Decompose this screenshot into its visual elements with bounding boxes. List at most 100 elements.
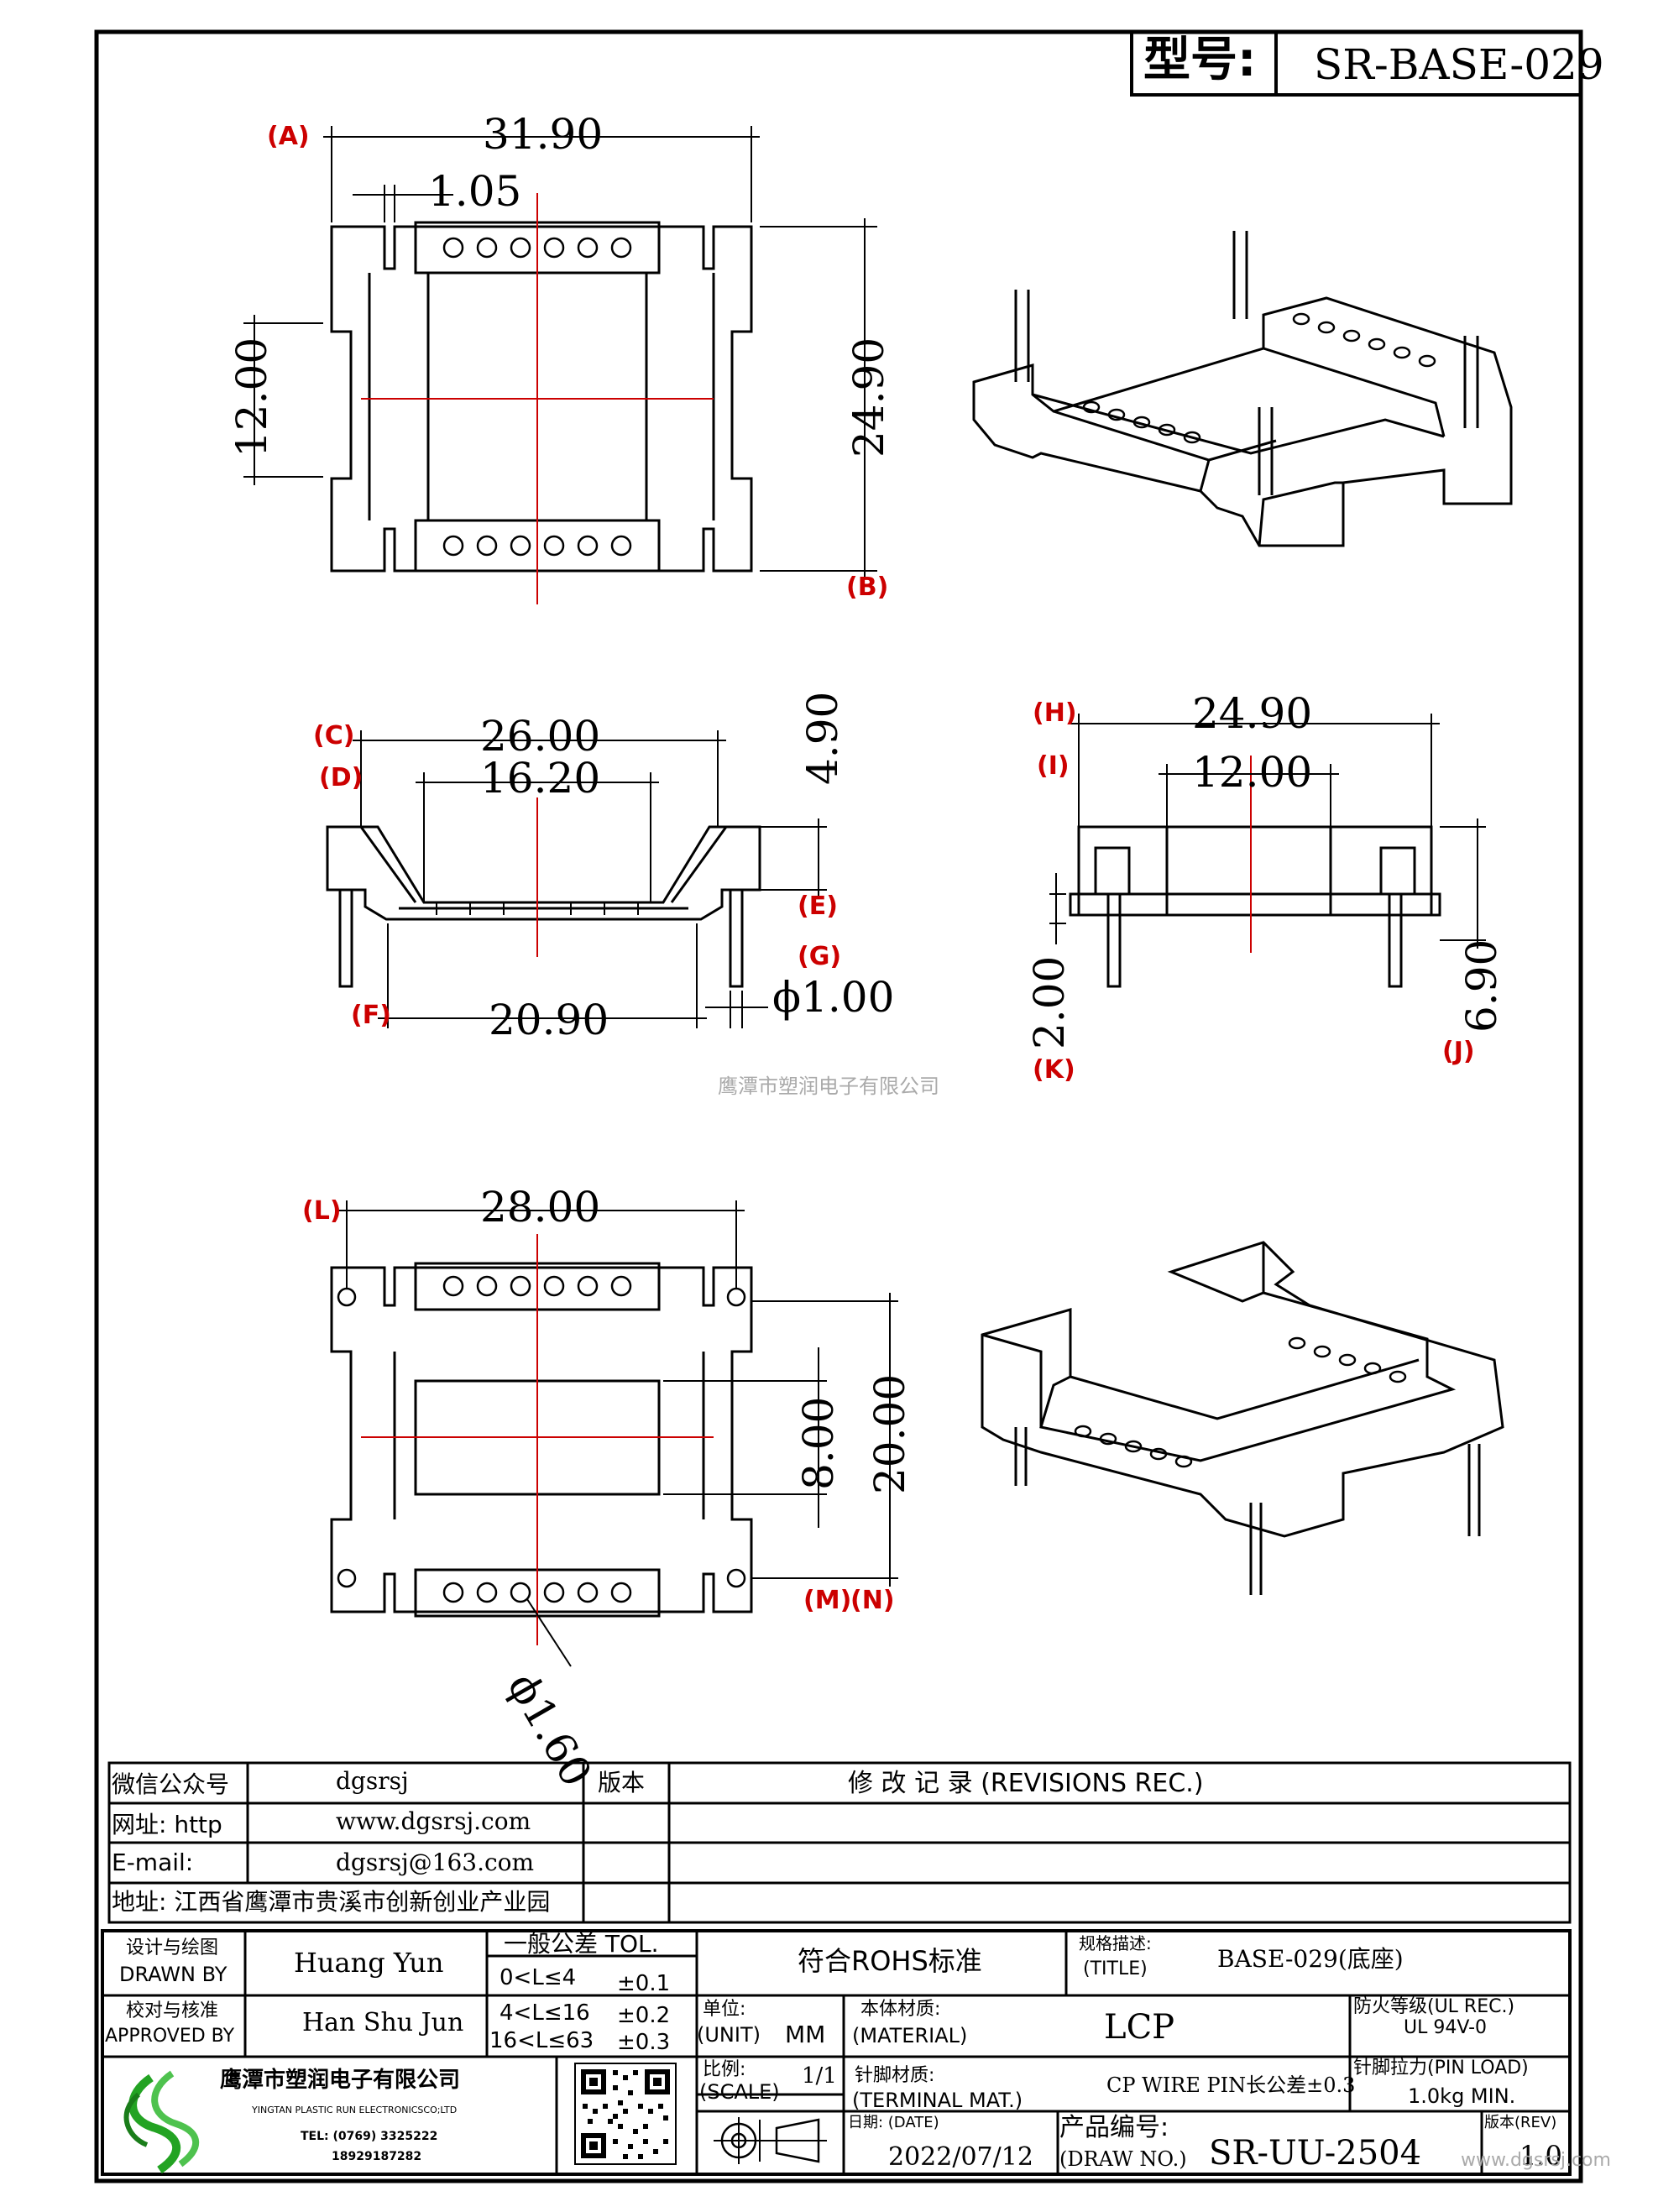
dim-front-height: 4.90 — [798, 691, 847, 785]
tol-range-2: 4<L≤16 — [500, 2000, 590, 2026]
draw-no-label-en: (DRAW NO.) — [1059, 2147, 1187, 2171]
isometric-view-top — [972, 231, 1513, 547]
revision-value: 1.0 — [1519, 2140, 1562, 2172]
fire-rating-label: 防火等级(UL REC.) — [1353, 1996, 1515, 2017]
scale-value: 1/1 — [802, 2063, 837, 2089]
tol-value-2: ±0.2 — [617, 2003, 671, 2028]
wechat-label: 微信公众号 — [112, 1770, 230, 1798]
scale-label-en: (SCALE) — [699, 2080, 780, 2104]
drawn-by-cn: 设计与绘图 — [126, 1937, 219, 1958]
dim-side-height: 12.00 — [228, 337, 276, 458]
ref-i: (I) — [1037, 751, 1070, 781]
drawn-by-name: Huang Yun — [294, 1947, 444, 1979]
title-block — [101, 1929, 1572, 2176]
ref-m: (M) — [803, 1586, 852, 1615]
model-label: 型号: — [1143, 33, 1257, 87]
terminal-value: CP WIRE PIN长公差±0.3 — [1106, 2073, 1356, 2097]
pin-load-value: 1.0kg MIN. — [1408, 2084, 1516, 2108]
terminal-label-cn: 针脚材质: — [855, 2065, 935, 2086]
watermark-website: www.dgsrsj.com — [1461, 2150, 1611, 2171]
tol-value-1: ±0.1 — [617, 1971, 671, 1996]
ref-g: (G) — [798, 942, 842, 971]
date-value: 2022/07/12 — [888, 2142, 1033, 2172]
email-label: E-mail: — [112, 1849, 194, 1876]
sheet-border — [94, 29, 1583, 2183]
company-logo — [123, 2070, 200, 2174]
ref-d: (D) — [319, 763, 364, 792]
approved-by-en: APPROVED BY — [105, 2026, 235, 2047]
top-view — [243, 126, 877, 604]
ref-n: (N) — [850, 1586, 895, 1615]
material-value: LCP — [1104, 2008, 1175, 2047]
ref-a: (A) — [267, 122, 310, 151]
title-value: BASE-029(底座) — [1217, 1945, 1404, 1973]
title-label-en: (TITLE) — [1083, 1958, 1148, 1979]
address: 地址: 江西省鹰潭市贵溪市创新创业产业园 — [112, 1888, 551, 1916]
ref-j: (J) — [1442, 1037, 1475, 1066]
company-phone: 18929187282 — [332, 2150, 422, 2163]
header-box — [1130, 30, 1582, 97]
tol-range-3: 16<L≤63 — [489, 2028, 594, 2053]
unit-label-cn: 单位: — [703, 1999, 746, 2020]
dim-front-inner: 16.20 — [480, 754, 601, 803]
dim-front-outer: 26.00 — [480, 712, 601, 761]
drawn-by-en: DRAWN BY — [119, 1963, 228, 1986]
revision-label: 版本(REV) — [1484, 2114, 1557, 2131]
tol-value-3: ±0.3 — [617, 2030, 671, 2055]
dim-top-width: 31.90 — [483, 110, 604, 159]
dim-side-pin: 2.00 — [1025, 955, 1074, 1049]
dim-overall-length: 24.90 — [845, 337, 893, 458]
revisions-header: 修 改 记 录 (REVISIONS REC.) — [848, 1769, 1204, 1798]
draw-no-label-cn: 产品编号: — [1059, 2113, 1169, 2142]
email-value[interactable]: dgsrsj@163.com — [336, 1849, 535, 1876]
ref-e: (E) — [798, 892, 838, 921]
ref-b: (B) — [846, 573, 889, 602]
dim-bottom-inner: 8.00 — [794, 1396, 843, 1490]
unit-value: MM — [785, 2021, 826, 2048]
front-view — [326, 730, 827, 1028]
material-label-cn: 本体材质: — [860, 1999, 941, 2020]
website-label: 网址: http — [112, 1811, 222, 1838]
ref-l: (L) — [302, 1196, 342, 1226]
dim-front-base: 20.90 — [489, 996, 609, 1044]
model-number: SR-BASE-029 — [1314, 40, 1604, 89]
approved-by-cn: 校对与核准 — [126, 2000, 219, 2021]
terminal-label-en: (TERMINAL MAT.) — [852, 2089, 1023, 2112]
isometric-view-bottom — [981, 1241, 1504, 1595]
draw-no-value: SR-UU-2504 — [1209, 2134, 1422, 2173]
approved-by-name: Han Shu Jun — [302, 2008, 464, 2037]
dim-side-inner: 12.00 — [1192, 748, 1313, 797]
fire-rating-value: UL 94V-0 — [1404, 2017, 1488, 2038]
unit-label-en: (UNIT) — [697, 2023, 761, 2047]
title-label-cn: 规格描述: — [1079, 1933, 1152, 1953]
ref-f: (F) — [351, 1001, 391, 1030]
rohs-compliance: 符合ROHS标准 — [798, 1945, 982, 1977]
website-value[interactable]: www.dgsrsj.com — [336, 1807, 531, 1835]
date-label: 日期: (DATE) — [848, 2114, 939, 2131]
tol-range-1: 0<L≤4 — [500, 1965, 577, 1990]
company-name-en: YINGTAN PLASTIC RUN ELECTRONICSCO;LTD — [252, 2105, 458, 2115]
dim-pin-diameter: ϕ1.00 — [772, 973, 895, 1022]
ref-h: (H) — [1033, 698, 1077, 728]
scale-label-cn: 比例: — [703, 2059, 746, 2080]
dim-side-width: 24.90 — [1192, 689, 1313, 738]
info-table — [107, 1761, 1572, 1924]
company-name-cn: 鹰潭市塑润电子有限公司 — [220, 2068, 461, 2093]
dim-side-total: 6.90 — [1457, 939, 1506, 1033]
material-label-en: (MATERIAL) — [852, 2024, 968, 2047]
ref-c: (C) — [313, 721, 355, 750]
pin-load-label: 针脚拉力(PIN LOAD) — [1353, 2058, 1529, 2079]
side-view — [1049, 714, 1486, 988]
dim-bottom-width: 28.00 — [480, 1183, 601, 1232]
ref-k: (K) — [1033, 1055, 1075, 1085]
bottom-view — [330, 1200, 898, 1667]
wechat-value: dgsrsj — [336, 1767, 409, 1795]
dim-bottom-outer: 20.00 — [866, 1373, 914, 1494]
watermark-company: 鹰潭市塑润电子有限公司 — [718, 1075, 939, 1098]
qr-code — [574, 2063, 677, 2165]
dim-pin-offset: 1.05 — [428, 167, 522, 216]
tolerance-title: 一般公差 TOL. — [504, 1930, 659, 1958]
company-tel: TEL: (0769) 3325222 — [301, 2130, 438, 2143]
